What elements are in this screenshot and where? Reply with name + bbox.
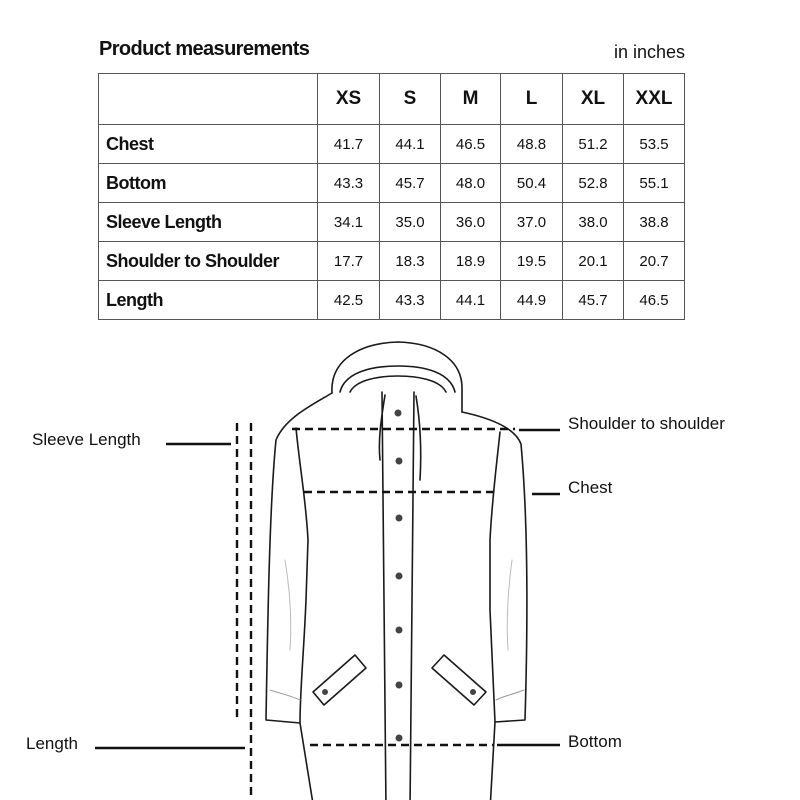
row-label: Sleeve Length — [98, 202, 318, 242]
table-cell: 18.9 — [440, 241, 501, 281]
size-header: XL — [562, 73, 624, 125]
table-cell: 53.5 — [623, 124, 685, 164]
table-cell: 46.5 — [623, 280, 685, 320]
table-cell: 19.5 — [500, 241, 563, 281]
jacket-buttons — [322, 409, 476, 742]
bottom-label: Bottom — [568, 732, 622, 751]
row-label: Bottom — [98, 163, 318, 203]
sleeve-length-label: Sleeve Length — [32, 430, 141, 449]
table-cell: 38.0 — [562, 202, 624, 242]
table-row: Length 42.5 43.3 44.1 44.9 45.7 46.5 — [98, 280, 685, 320]
table-cell: 17.7 — [317, 241, 380, 281]
table-cell: 52.8 — [562, 163, 624, 203]
table-cell: 41.7 — [317, 124, 380, 164]
length-label: Length — [26, 734, 78, 753]
size-header: XXL — [623, 73, 685, 125]
table-cell: 37.0 — [500, 202, 563, 242]
table-row: Chest 41.7 44.1 46.5 48.8 51.2 53.5 — [98, 124, 685, 164]
header-row: XS S M L XL XXL — [98, 73, 685, 125]
size-header: XS — [317, 73, 380, 125]
table-row: Sleeve Length 34.1 35.0 36.0 37.0 38.0 3… — [98, 202, 685, 242]
size-header: S — [379, 73, 441, 125]
table-cell: 45.7 — [379, 163, 441, 203]
table-cell: 44.9 — [500, 280, 563, 320]
table-cell: 51.2 — [562, 124, 624, 164]
table-cell: 18.3 — [379, 241, 441, 281]
page-title: Product measurements — [99, 38, 310, 60]
table-cell: 36.0 — [440, 202, 501, 242]
row-label: Chest — [98, 124, 318, 164]
table-cell: 43.3 — [317, 163, 380, 203]
table-cell: 34.1 — [317, 202, 380, 242]
header-corner — [98, 73, 318, 125]
rain-jacket-icon — [265, 341, 528, 800]
table-cell: 43.3 — [379, 280, 441, 320]
table-cell: 44.1 — [440, 280, 501, 320]
table-cell: 48.8 — [500, 124, 563, 164]
unit-label: in inches — [613, 42, 685, 62]
measurement-lines — [235, 423, 515, 800]
chest-label: Chest — [568, 478, 613, 497]
leader-lines — [95, 428, 560, 750]
shoulder-label: Shoulder to shoulder — [568, 414, 725, 433]
measurements-table: XS S M L XL XXL Chest 41.7 44.1 46.5 48.… — [98, 73, 685, 320]
table-cell: 35.0 — [379, 202, 441, 242]
row-label: Length — [98, 280, 318, 320]
table-cell: 44.1 — [379, 124, 441, 164]
